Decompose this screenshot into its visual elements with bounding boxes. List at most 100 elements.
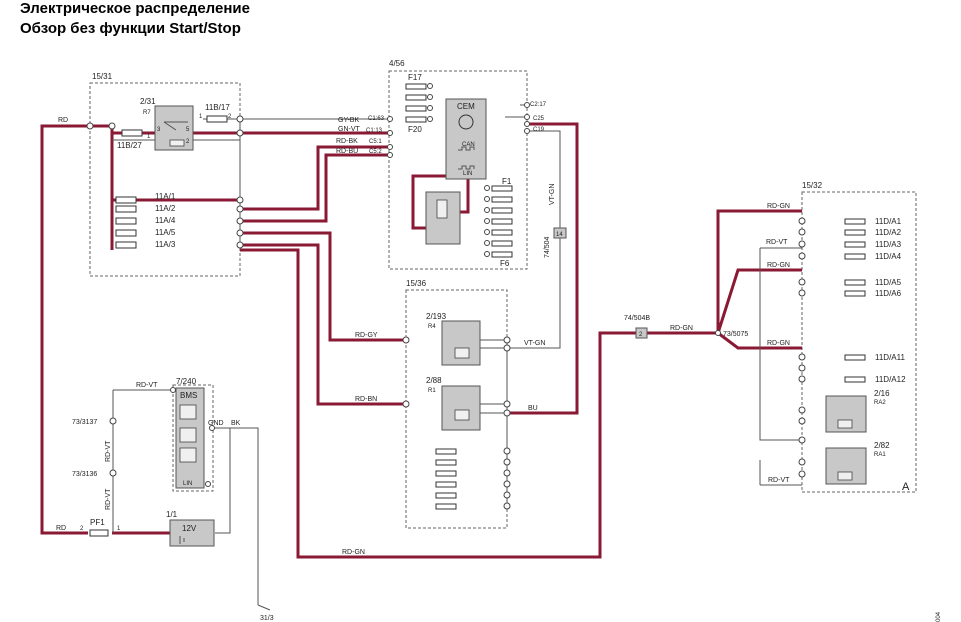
module-7-240-label: 7/240 — [176, 377, 197, 386]
bms-sensor-icon-1 — [179, 404, 197, 420]
wire-11a4 — [240, 153, 390, 223]
label-rd-gn-3: RD-GN — [767, 340, 790, 347]
label-bk: BK — [231, 420, 241, 427]
fuse-pf1 — [89, 529, 109, 537]
diagram-subtitle: Обзор без функции Start/Stop — [20, 20, 241, 37]
cem-label: CEM — [457, 102, 475, 111]
relay-ra1-id: 2/82 — [874, 441, 890, 450]
relay-ra2-id: 2/16 — [874, 389, 890, 398]
fuse-f17-label: F17 — [408, 73, 422, 82]
fuse-11b17 — [206, 115, 228, 123]
conn-74-504b-box — [635, 327, 648, 339]
label-rd-vt-r2: RD-VT — [768, 477, 790, 484]
fuse-11da4-label: 11D/A4 — [875, 252, 902, 261]
label-rd-gn-bottom: RD-GN — [342, 549, 365, 556]
cem-lin-label: LIN — [463, 171, 472, 177]
fuse-f6-label: F6 — [500, 259, 510, 268]
label-rd-vt-v1: RD-VT — [105, 440, 112, 462]
label-gy-bk: GY-BK — [338, 117, 359, 124]
label-rd-bottom: RD — [56, 525, 66, 532]
svg-text:1: 1 — [199, 114, 203, 120]
label-rd-bn: RD-BN — [355, 396, 377, 403]
wire-rd-gn-mid — [716, 268, 802, 334]
module-4-56-box — [388, 70, 528, 270]
module-15-32-box — [801, 191, 917, 493]
fuse-column-f17 — [405, 83, 433, 123]
wire-rd-gn-low — [717, 331, 802, 350]
conn-74-504b: 74/504B — [624, 315, 650, 322]
fuse-11da3-label: 11D/A3 — [875, 240, 902, 249]
wire-cem-internal-b — [460, 174, 470, 214]
page-code: 004 — [936, 611, 942, 622]
splice-73-3136: 73/3136 — [72, 471, 97, 478]
wire-vt-gn — [507, 130, 561, 349]
fuse-11b17-label: 11B/17 — [205, 103, 230, 112]
fuse-11da12-label: 11D/A12 — [875, 375, 906, 384]
battery-id: 1/1 — [166, 510, 178, 519]
ground-31-3: 31/3 — [260, 615, 274, 622]
label-rd-vt-v2: RD-VT — [105, 488, 112, 510]
label-rd-bk: RD-BK — [336, 138, 358, 145]
wire-rd-gy — [240, 231, 406, 342]
label-gnd: GND — [208, 420, 224, 427]
splice-73-5075: 73/5075 — [723, 331, 748, 338]
cem-transistor-icon — [458, 114, 474, 130]
fuse-11da2-label: 11D/A2 — [875, 228, 902, 237]
wire-rd-main — [40, 124, 112, 535]
svg-text:1: 1 — [147, 134, 151, 140]
fuse-11b27-label: 11B/27 — [117, 141, 142, 150]
cem-can-label: CAN — [462, 142, 475, 148]
label-rd-gn-2: RD-GN — [767, 262, 790, 269]
svg-text:5: 5 — [186, 127, 190, 133]
svg-text:2: 2 — [80, 526, 84, 532]
conn-c1-13: C1:13 — [366, 128, 383, 134]
fuse-f1-label: F1 — [502, 177, 512, 186]
conn-74-504-pin: 14 — [556, 232, 563, 238]
fuse-11a3-label: 11A/3 — [155, 240, 176, 249]
fuse-11da5-label: 11D/A5 — [875, 278, 902, 287]
fuse-column-15-36 — [402, 336, 511, 510]
battery-label: 12V — [182, 524, 197, 533]
fuse-11da6-label: 11D/A6 — [875, 289, 902, 298]
wire-rd-bn — [240, 243, 406, 406]
relay-r1-name: R1 — [428, 388, 436, 394]
splice-node — [715, 330, 721, 336]
label-rd-vt-r1: RD-VT — [766, 239, 788, 246]
module-15-31-label: 15/31 — [92, 72, 113, 81]
bms-lin-label: LIN — [183, 481, 192, 487]
conn-c2-17: C2:17 — [530, 102, 547, 108]
module-15-36-label: 15/36 — [406, 279, 427, 288]
fuse-11a2-label: 11A/2 — [155, 204, 176, 213]
conn-74-504-box — [553, 227, 567, 239]
wire-rd-gn-top — [716, 209, 802, 333]
relay-r7-id: 2/31 — [140, 97, 156, 106]
wire-rd-gn-bottom — [240, 248, 718, 559]
label-vt-gn-h: VT-GN — [524, 340, 545, 347]
svg-text:2: 2 — [228, 114, 232, 120]
cem-connector-nodes — [387, 102, 530, 158]
fuse-11a4-label: 11A/4 — [155, 216, 176, 225]
wire-cem-internal-a — [411, 174, 460, 230]
fuse-pf1-label: PF1 — [90, 518, 105, 527]
module-15-32-label: 15/32 — [802, 181, 823, 190]
fuse-11da1-label: 11D/A1 — [875, 217, 902, 226]
label-rd-gn-right: RD-GN — [670, 325, 693, 332]
fuse-column-11d — [798, 217, 866, 478]
relay-ra1-name: RA1 — [874, 452, 886, 458]
conn-c5-1: C5:1 — [369, 139, 382, 145]
terminal-nodes-15-31 — [86, 115, 244, 249]
relay-r1-id: 2/88 — [426, 376, 442, 385]
fuse-11da11-label: 11D/A11 — [875, 353, 905, 362]
wire-rd-vt-right — [759, 248, 802, 441]
conn-c1-63: C1:63 — [368, 116, 385, 122]
conn-74-504: 74/504 — [544, 236, 551, 258]
fuse-11a1-label: 11A/1 — [155, 192, 176, 201]
label-rd-top: RD — [58, 117, 68, 124]
bms-sensor-icon-2 — [179, 427, 197, 443]
wire-bu — [507, 122, 579, 415]
label-rd-gy: RD-GY — [355, 332, 378, 339]
bms-temp-icon — [179, 447, 197, 463]
conn-c25: C25 — [533, 116, 545, 122]
relay-r4-name: R4 — [428, 324, 436, 330]
